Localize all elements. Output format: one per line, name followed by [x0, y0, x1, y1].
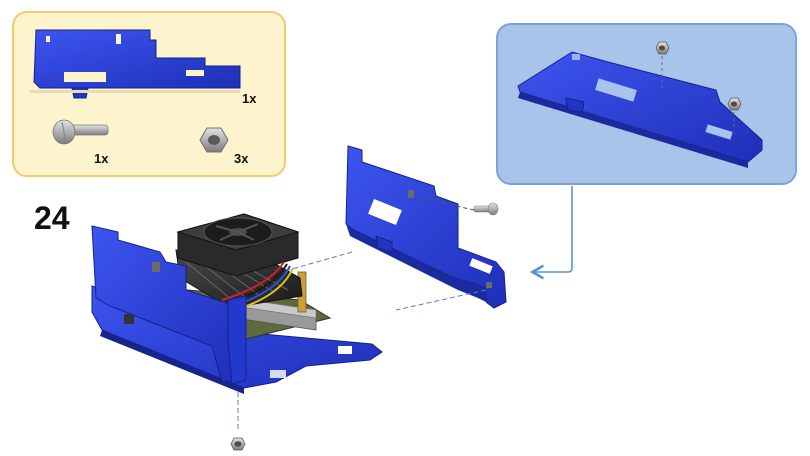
screw-quantity-label: 1x [94, 151, 109, 166]
exploded-side-panel [345, 145, 507, 309]
detail-nut-side-icon [727, 97, 742, 111]
rear-wall [227, 295, 247, 385]
screw-guide-line [411, 195, 475, 211]
step-number: 24 [34, 200, 70, 236]
parts-list-box: 1x 1x 3x [12, 11, 286, 177]
blue-side-panel-icon [30, 29, 241, 99]
nut-quantity-label: 3x [234, 151, 249, 166]
screw-icon [52, 119, 109, 145]
detail-callout-box [496, 23, 797, 185]
detail-nut-top-icon [655, 41, 670, 55]
panel-quantity-label: 1x [242, 91, 257, 106]
hex-nut-icon [199, 127, 229, 153]
panel-guide-line-b [395, 289, 487, 311]
callout-arrow [534, 186, 573, 272]
loose-screw-icon [473, 202, 499, 216]
cooling-fan-icon [176, 213, 300, 277]
detail-panel-icon [517, 51, 763, 168]
main-assembly [91, 213, 383, 394]
bottom-hex-nut-icon [230, 437, 246, 451]
